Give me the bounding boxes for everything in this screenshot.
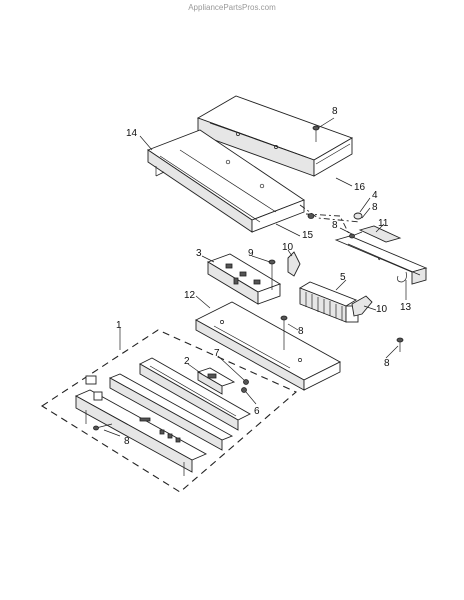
small-clips-part-6-7: [241, 379, 249, 393]
callout-13: 13: [400, 302, 412, 313]
screw-part-8-top: [312, 125, 320, 142]
watermark: AppliancePartsPros.com: [188, 3, 276, 12]
callout-8-bottom-right: 8: [384, 358, 390, 369]
callout-9: 9: [248, 248, 254, 259]
console-back-panel: [139, 357, 251, 431]
console-front-trim: [74, 389, 208, 476]
top-mounting-panel: [147, 129, 305, 233]
leader-lines: [103, 117, 407, 437]
callout-8-fan: 8: [332, 220, 338, 231]
screw-part-9: [268, 259, 276, 290]
clip-part-10-right: [351, 295, 373, 317]
callout-16: 16: [354, 182, 366, 193]
alignment-line-right: [305, 213, 381, 261]
callout-2: 2: [184, 356, 190, 367]
callout-12: 12: [184, 290, 196, 301]
callout-1: 1: [116, 320, 122, 331]
callout-6: 6: [254, 406, 260, 417]
clip-part-10-left: [287, 251, 301, 277]
callout-5: 5: [340, 272, 346, 283]
screw-part-8-bottom-right: [396, 337, 404, 352]
callout-8-tray: 8: [298, 326, 304, 337]
callout-15: 15: [302, 230, 314, 241]
console-assembly-boundary: [40, 329, 298, 493]
callout-8-top: 8: [332, 106, 338, 117]
screw-part-8-console: [93, 423, 113, 431]
switch-module-part-2: [196, 367, 236, 395]
callout-3: 3: [196, 248, 202, 259]
top-cover-panel: [196, 95, 354, 177]
callout-11: 11: [378, 218, 389, 229]
callout-8-bracket: 8: [372, 202, 378, 213]
screw-part-8-tray: [280, 315, 288, 350]
callout-8-console: 8: [124, 436, 130, 447]
callout-labels: 8 14 16 4 8 11 8 15 3 9 10 5 10 13 12 8 …: [116, 106, 412, 447]
hook-part-13: [397, 271, 407, 283]
callout-4: 4: [372, 190, 378, 201]
callout-10-right: 10: [376, 304, 388, 315]
control-board-part-3: [206, 253, 282, 305]
callout-10-left: 10: [282, 242, 294, 253]
callout-14: 14: [126, 128, 138, 139]
console-end-caps: [85, 375, 103, 401]
cooling-fan-part-5: [298, 281, 359, 323]
side-bracket-part-11: [334, 225, 428, 285]
callout-7: 7: [214, 348, 220, 359]
console-glass: [108, 373, 234, 451]
lower-tray-part-12: [195, 301, 341, 391]
screw-part-8-fan: [349, 231, 363, 239]
washer-part-4: [307, 212, 363, 220]
